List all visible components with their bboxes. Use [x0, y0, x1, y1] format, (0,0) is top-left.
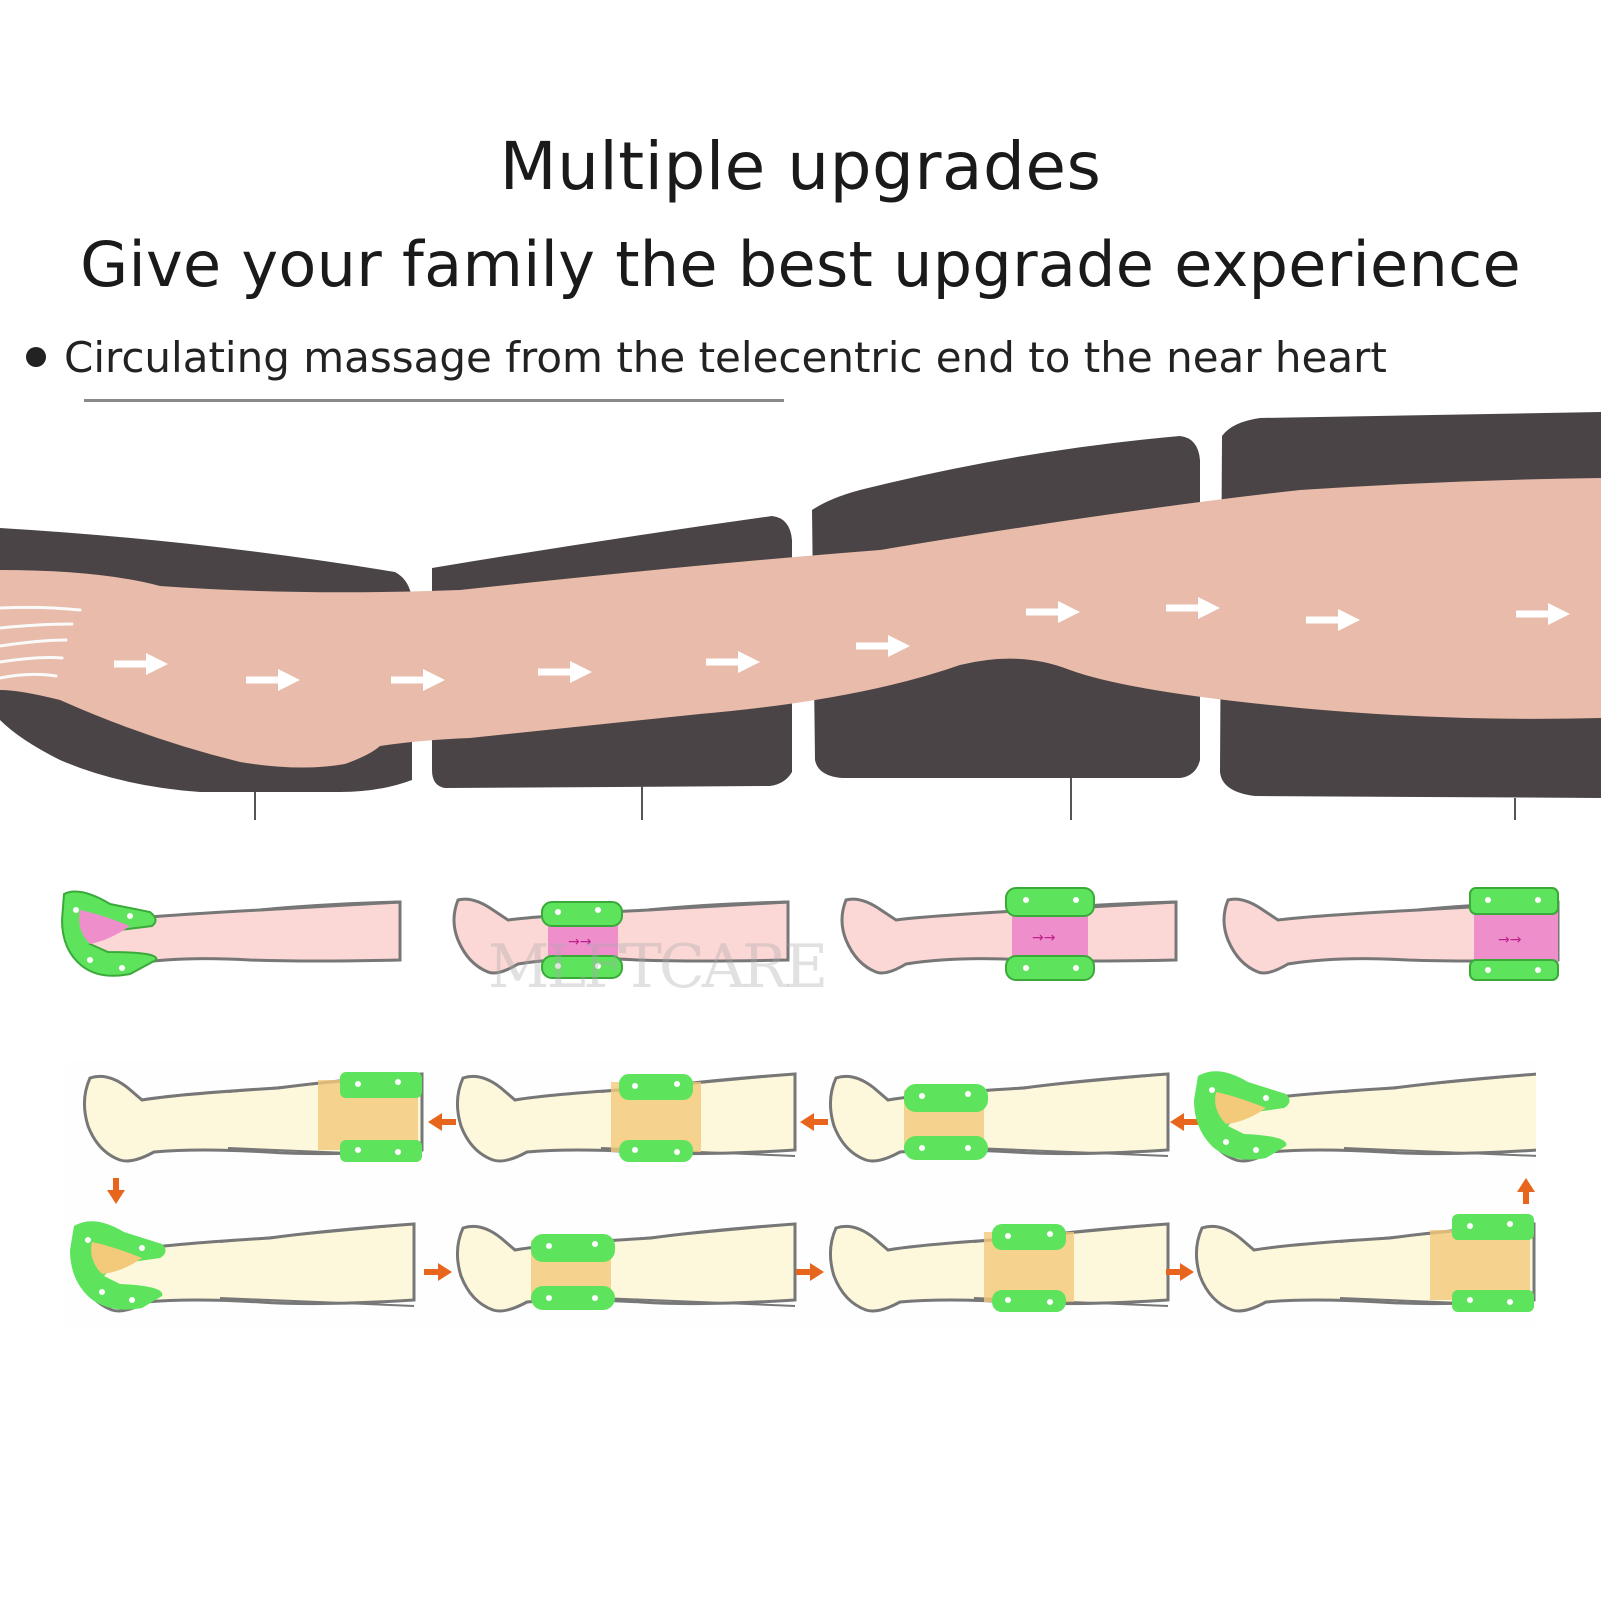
cycle-leg-thigh-top — [82, 1072, 424, 1163]
svg-text:→→: →→ — [568, 934, 592, 950]
cycle-leg-foot-top — [1194, 1071, 1536, 1163]
leg-skin — [0, 478, 1601, 768]
bullet-point: Circulating massage from the telecentric… — [26, 333, 1387, 382]
cycle-leg-knee-top — [455, 1072, 797, 1163]
stage-panel-thigh: →→ — [1222, 887, 1560, 981]
pointer-lines — [254, 778, 1516, 820]
bullet-text: Circulating massage from the telecentric… — [64, 333, 1387, 382]
stage-panel-foot — [60, 890, 402, 977]
stage-panel-calf: →→ — [452, 897, 790, 979]
watermark: MLFTCARE — [488, 932, 828, 1002]
massage-cycle-diagram — [66, 1060, 1536, 1330]
toe-lines — [0, 605, 82, 680]
page-title: Multiple upgrades — [499, 128, 1102, 205]
cycle-leg-knee-bottom — [828, 1222, 1170, 1313]
cycle-leg-calf-top — [828, 1072, 1170, 1163]
page-subtitle: Give your family the best upgrade experi… — [80, 228, 1521, 301]
underline-divider — [84, 399, 784, 402]
cycle-leg-calf-bottom — [455, 1222, 797, 1313]
bullet-dot-icon — [26, 346, 46, 367]
stage-panel-knee: →→ — [840, 887, 1178, 981]
cycle-leg-foot-bottom — [70, 1221, 416, 1313]
inflation-stage-row: →→ →→ →→ — [60, 887, 1560, 981]
cycle-leg-thigh-bottom — [1194, 1214, 1536, 1313]
svg-text:→→: →→ — [1498, 932, 1522, 948]
svg-text:→→: →→ — [1032, 930, 1056, 946]
leg-compression-figure — [0, 412, 1601, 820]
